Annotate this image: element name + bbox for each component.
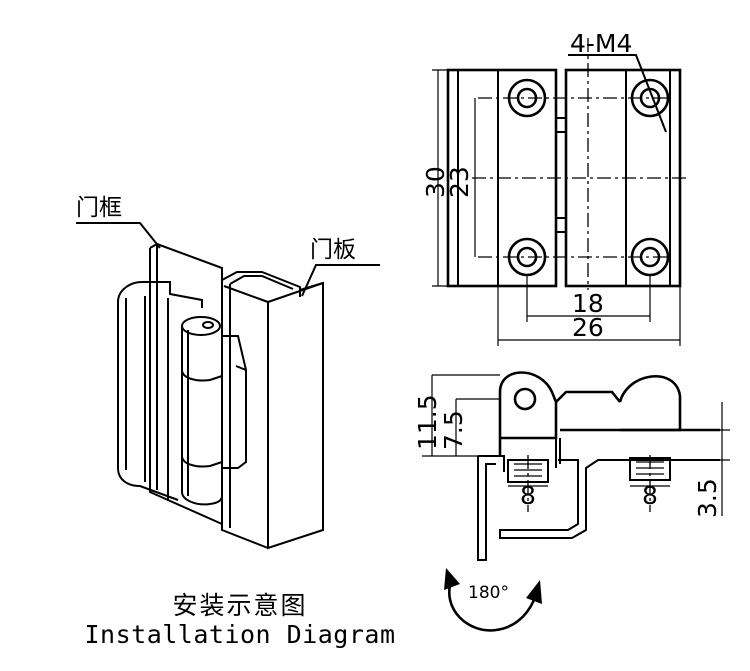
hinge-knuckle-body <box>181 326 223 506</box>
hinge-panel-leaf-edge <box>235 365 247 371</box>
dim-3-5-line <box>710 402 730 516</box>
side-counterbore-thread <box>514 461 664 477</box>
side-right-ear <box>618 374 682 432</box>
door-panel-top-right <box>299 282 324 291</box>
door-panel-leader <box>301 264 380 297</box>
caption-english: Installation Diagram <box>84 620 396 649</box>
hinge-knuckle-joint-2 <box>181 455 223 468</box>
side-knuckle-lines <box>555 438 561 468</box>
hinge-pin-hole <box>202 321 214 329</box>
dim-8-left-label: 8 <box>520 481 536 510</box>
dim-18-label: 18 <box>572 289 604 318</box>
dim-26-label: 26 <box>572 313 604 342</box>
side-top-plate <box>555 390 622 403</box>
front-view: 4-M4 30 23 18 26 <box>421 29 690 346</box>
screw-spec-leader <box>568 54 667 133</box>
rotation-arc <box>448 577 536 632</box>
dim-18-line <box>526 275 651 322</box>
hinge-knuckle-joint-1 <box>181 369 223 382</box>
hole-top-left-inner <box>516 87 538 109</box>
side-left-ear <box>498 371 558 455</box>
dim-30-label: 30 <box>421 166 450 198</box>
side-left-plate <box>477 455 505 561</box>
door-frame-label: 门框 <box>76 195 122 221</box>
hole-top-right <box>630 78 670 118</box>
dim-11-5-label: 11.5 <box>413 394 442 450</box>
door-frame-top-edge <box>149 242 223 272</box>
hole-bottom-right-inner <box>639 246 661 268</box>
caption-chinese: 安装示意图 <box>172 591 308 620</box>
side-view: 11.5 7.5 8 8 3.5 180° <box>413 371 730 632</box>
door-panel-label: 门板 <box>310 237 356 263</box>
front-knuckle-marks <box>556 117 566 233</box>
door-panel-front <box>267 281 324 550</box>
hole-bottom-left-inner <box>516 246 538 268</box>
rotation-angle-label: 180° <box>468 583 509 603</box>
dim-8-right-label: 8 <box>642 481 658 510</box>
door-panel-channel-inner <box>229 275 294 290</box>
side-hole-centerlines <box>527 455 651 512</box>
door-panel-top-edge <box>223 285 269 303</box>
dim-26-line <box>497 286 681 346</box>
rotation-arrow-head-start <box>444 568 460 590</box>
installation-view <box>117 242 324 550</box>
dim-3-5-label: 3.5 <box>693 478 722 518</box>
door-frame-panel <box>149 248 223 526</box>
dim-7-5-line <box>455 398 500 456</box>
dim-7-5-label: 7.5 <box>439 410 468 450</box>
rotation-arrow-head-end <box>526 580 542 604</box>
hinge-panel-leaf <box>222 335 247 469</box>
installation-labels: 门框 门板 <box>76 195 380 297</box>
door-frame-leader <box>76 222 161 249</box>
side-rotated-leaf <box>499 459 720 539</box>
hinge-frame-leaf-side <box>117 302 179 501</box>
hole-top-left <box>507 78 547 118</box>
screw-spec-label: 4-M4 <box>570 29 632 58</box>
side-pivot-hole <box>513 387 537 411</box>
dim-30-line <box>432 69 448 287</box>
dim-11-5-line <box>422 374 500 457</box>
dim-23-label: 23 <box>445 166 474 198</box>
hinge-frame-leaf-top <box>117 281 203 308</box>
